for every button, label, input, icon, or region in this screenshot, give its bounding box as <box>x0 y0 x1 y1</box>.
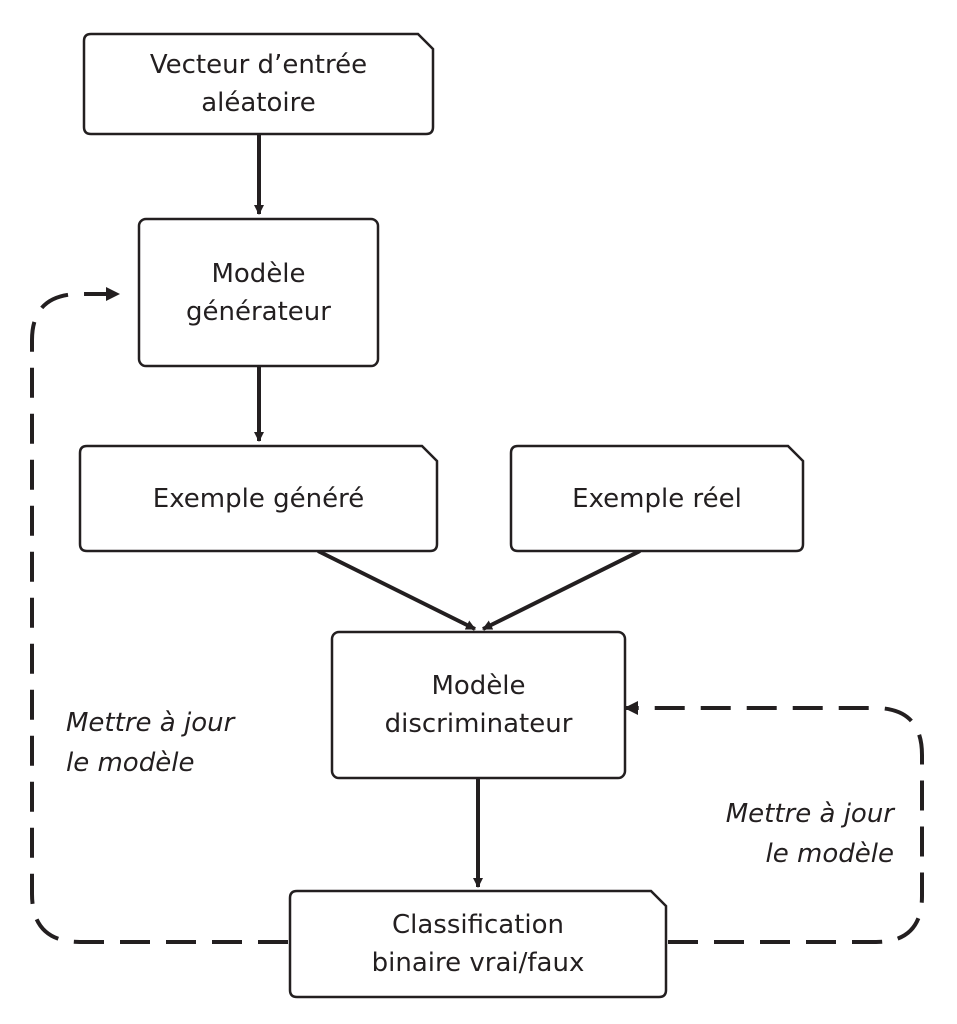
feedback-label-left-line1: Mettre à jour <box>66 708 235 738</box>
discriminator-node: Modèle discriminateur <box>332 632 625 778</box>
input-vector-box-shape <box>82 32 435 136</box>
feedback-label-right-line1: Mettre à jour <box>725 799 894 829</box>
feedback-label-right-line2: le modèle <box>765 839 894 869</box>
feedback-loop-generator <box>30 287 288 944</box>
generator-label-line1: Modèle <box>211 258 306 289</box>
generator-node: Modèle générateur <box>139 219 378 366</box>
classification-node: Classification binaire vrai/faux <box>290 891 666 997</box>
real-example-node: Exemple réel <box>511 446 803 551</box>
discriminator-box-shape <box>330 630 627 780</box>
arrow-real-to-discriminator <box>482 549 641 631</box>
feedback-label-left-line2: le modèle <box>66 748 195 778</box>
feedback-loop-discriminator <box>624 701 924 944</box>
real-example-box-shape <box>509 444 805 553</box>
generated-example-label: Exemple généré <box>152 483 365 514</box>
arrow-generated-to-discriminator <box>317 549 476 631</box>
input-vector-label-line1: Vecteur d’entrée <box>149 50 368 80</box>
generator-label-line2: générateur <box>186 296 331 327</box>
classification-box-shape <box>288 889 668 999</box>
generated-example-node: Exemple généré <box>80 446 437 551</box>
input-vector-label-line2: aléatoire <box>201 88 316 118</box>
generator-box-shape <box>137 217 380 368</box>
feedback-label-right: Mettre à jour le modèle <box>688 794 894 874</box>
real-example-label: Exemple réel <box>572 483 742 514</box>
feedback-label-left: Mettre à jour le modèle <box>66 703 234 783</box>
input-vector-node: Vecteur d’entrée aléatoire <box>84 34 433 134</box>
classification-label-line2: binaire vrai/faux <box>371 948 585 978</box>
discriminator-label-line2: discriminateur <box>384 709 573 739</box>
generated-example-box-shape <box>78 444 439 553</box>
classification-label-line1: Classification <box>391 910 565 940</box>
discriminator-label-line1: Modèle <box>431 671 526 701</box>
